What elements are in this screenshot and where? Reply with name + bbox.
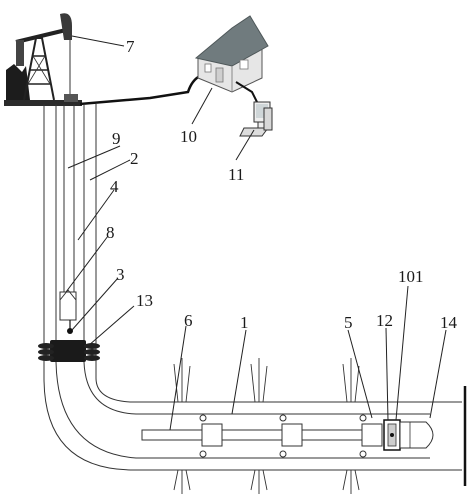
label-5: 5 (344, 313, 353, 332)
leader-lines (65, 35, 447, 431)
label-13: 13 (136, 291, 153, 310)
label-7: 7 (126, 37, 135, 56)
wellbore-casing (43, 104, 97, 378)
surface-cable (79, 74, 201, 106)
label-1: 1 (240, 313, 249, 332)
label-4: 4 (110, 177, 119, 196)
label-11: 11 (228, 165, 244, 184)
label-14: 14 (440, 313, 458, 332)
label-12: 12 (376, 311, 393, 330)
data-cable (235, 81, 259, 105)
label-2: 2 (130, 149, 139, 168)
label-101: 101 (398, 267, 424, 286)
pumping-unit (4, 13, 82, 106)
computer-terminal (239, 101, 273, 137)
curved-section (43, 361, 462, 471)
label-10: 10 (180, 127, 197, 146)
label-9: 9 (112, 129, 121, 148)
horizontal-string (141, 386, 467, 486)
label-8: 8 (106, 223, 115, 242)
label-6: 6 (184, 311, 193, 330)
packer (38, 340, 100, 362)
control-station (194, 15, 269, 93)
label-3: 3 (116, 265, 125, 284)
fractures (173, 358, 360, 494)
